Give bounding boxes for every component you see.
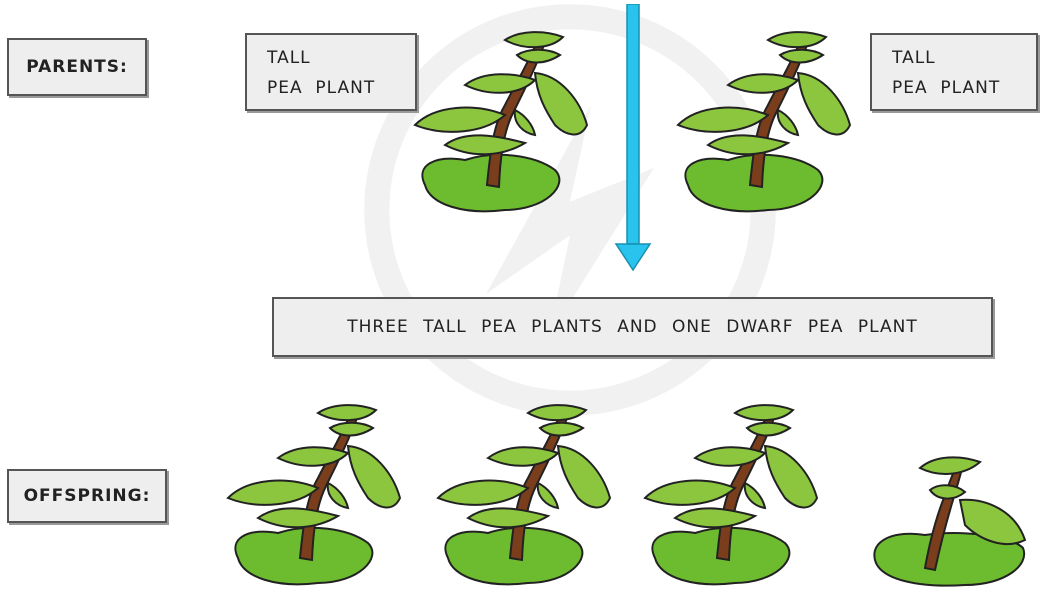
down-arrow-icon (614, 4, 652, 272)
result-label-text: THREE TALL PEA PLANTS AND ONE DWARF PEA … (347, 317, 918, 337)
parent-2-label-line1: TALL (892, 48, 936, 68)
parents-label-text: PARENTS: (26, 57, 128, 77)
parents-label: PARENTS: (7, 38, 147, 96)
offspring-2-tall-pea-plant-icon (437, 404, 611, 586)
offspring-3-tall-pea-plant-icon (644, 404, 818, 586)
parent-2-label-line2: PEA PLANT (892, 78, 1001, 98)
parent-1-label: TALL PEA PLANT (245, 33, 417, 111)
parent-1-label-line1: TALL (267, 48, 311, 68)
result-label: THREE TALL PEA PLANTS AND ONE DWARF PEA … (272, 297, 993, 357)
parent-2-label: TALL PEA PLANT (870, 33, 1038, 111)
offspring-label: OFFSPRING: (7, 469, 167, 523)
offspring-label-text: OFFSPRING: (23, 486, 151, 506)
parent-1-tall-pea-plant-icon (414, 31, 588, 213)
parent-2-tall-pea-plant-icon (677, 31, 851, 213)
parent-1-label-line2: PEA PLANT (267, 78, 376, 98)
offspring-1-tall-pea-plant-icon (227, 404, 401, 586)
offspring-4-dwarf-pea-plant-icon (873, 456, 1026, 587)
